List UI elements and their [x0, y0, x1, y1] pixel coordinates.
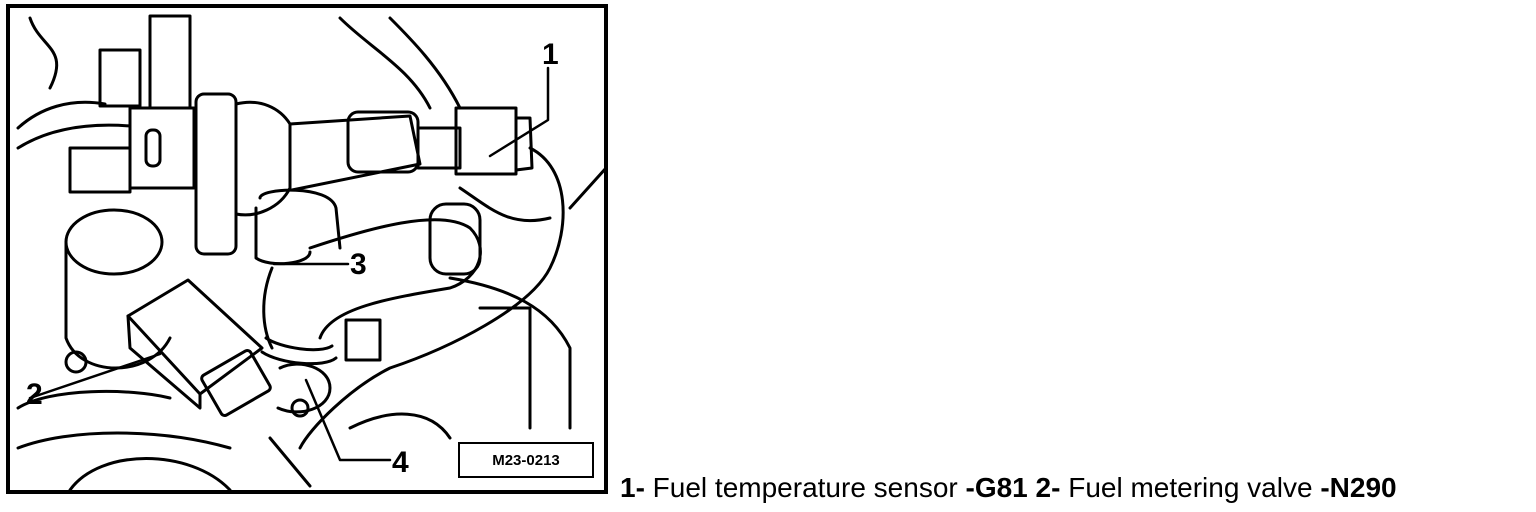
legend-text-1: Fuel temperature sensor	[644, 472, 966, 503]
bg-contour	[478, 306, 532, 430]
callout-4: 4	[392, 446, 409, 479]
reservoir-cap	[64, 208, 164, 276]
valve-side	[126, 314, 202, 410]
leader-line-4	[304, 378, 392, 462]
bracket	[148, 14, 192, 110]
leader-line-2	[28, 352, 162, 400]
mount-block	[128, 106, 196, 190]
hose-clip	[344, 318, 382, 362]
legend: 1- Fuel temperature sensor -G81 2- Fuel …	[620, 472, 1397, 504]
slot	[144, 128, 162, 168]
callout-3: 3	[350, 248, 367, 281]
hose-upper	[254, 206, 312, 266]
fuel-metering-valve	[126, 278, 264, 396]
clip-left	[68, 146, 132, 194]
housing-neck	[234, 100, 292, 217]
legend-num-1: 1-	[620, 472, 645, 503]
bg-contour	[268, 436, 312, 488]
hose-clamp	[264, 336, 334, 352]
hose-fitting	[276, 362, 332, 414]
engine-drawing	[16, 14, 604, 490]
bg-contour	[16, 389, 172, 410]
bg-hose	[338, 16, 432, 110]
sensor-body	[416, 126, 462, 170]
bg-contour	[68, 457, 232, 490]
sensor-wire	[298, 146, 565, 450]
hose-left-edge	[262, 266, 274, 350]
bg-contour	[448, 276, 572, 430]
housing-flange	[194, 92, 238, 256]
fuel-temp-sensor	[454, 106, 518, 176]
cable-line	[28, 16, 59, 90]
bg-contour	[16, 431, 232, 450]
fuel-line-top	[288, 114, 422, 192]
hose-clamp-top	[258, 188, 342, 250]
figure-code: M23-0213	[458, 442, 594, 478]
engine-illustration: 1 2 3 4 M23-0213	[6, 4, 608, 494]
valve-plug	[200, 349, 272, 417]
legend-num-2: 2-	[1027, 472, 1061, 503]
bg-contour	[348, 412, 452, 440]
wire-branch	[568, 167, 604, 210]
cable-line	[16, 123, 132, 150]
bolt	[64, 350, 88, 374]
bg-hose	[388, 16, 462, 110]
fitting-bolt	[290, 398, 310, 418]
legend-code-2: -N290	[1320, 472, 1397, 503]
hose-connector	[346, 110, 420, 174]
connector-left	[98, 48, 142, 108]
cable-line	[16, 100, 107, 130]
hose-elbow	[428, 202, 482, 276]
hose-clamp	[260, 350, 338, 366]
callout-1: 1	[542, 38, 559, 71]
leader-line-1	[488, 66, 550, 158]
sensor-plug	[514, 116, 534, 172]
legend-text-2: Fuel metering valve	[1060, 472, 1321, 503]
legend-code-1: -G81	[965, 472, 1028, 503]
bg-hose	[458, 186, 552, 223]
callout-2: 2	[26, 378, 43, 411]
